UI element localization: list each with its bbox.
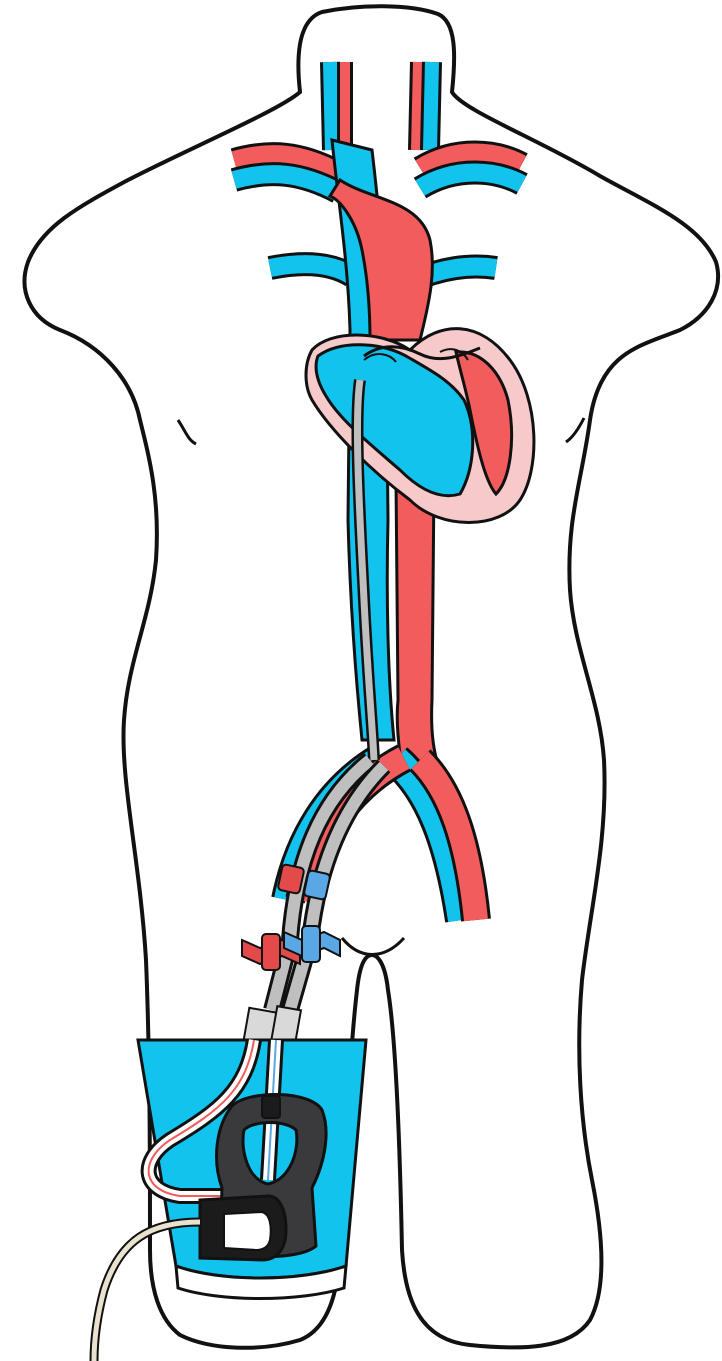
blue-connector-upper xyxy=(304,870,331,900)
pump-motor-face xyxy=(224,1212,271,1250)
pump-top-clip xyxy=(262,1096,280,1118)
red-connector-upper xyxy=(278,864,305,894)
